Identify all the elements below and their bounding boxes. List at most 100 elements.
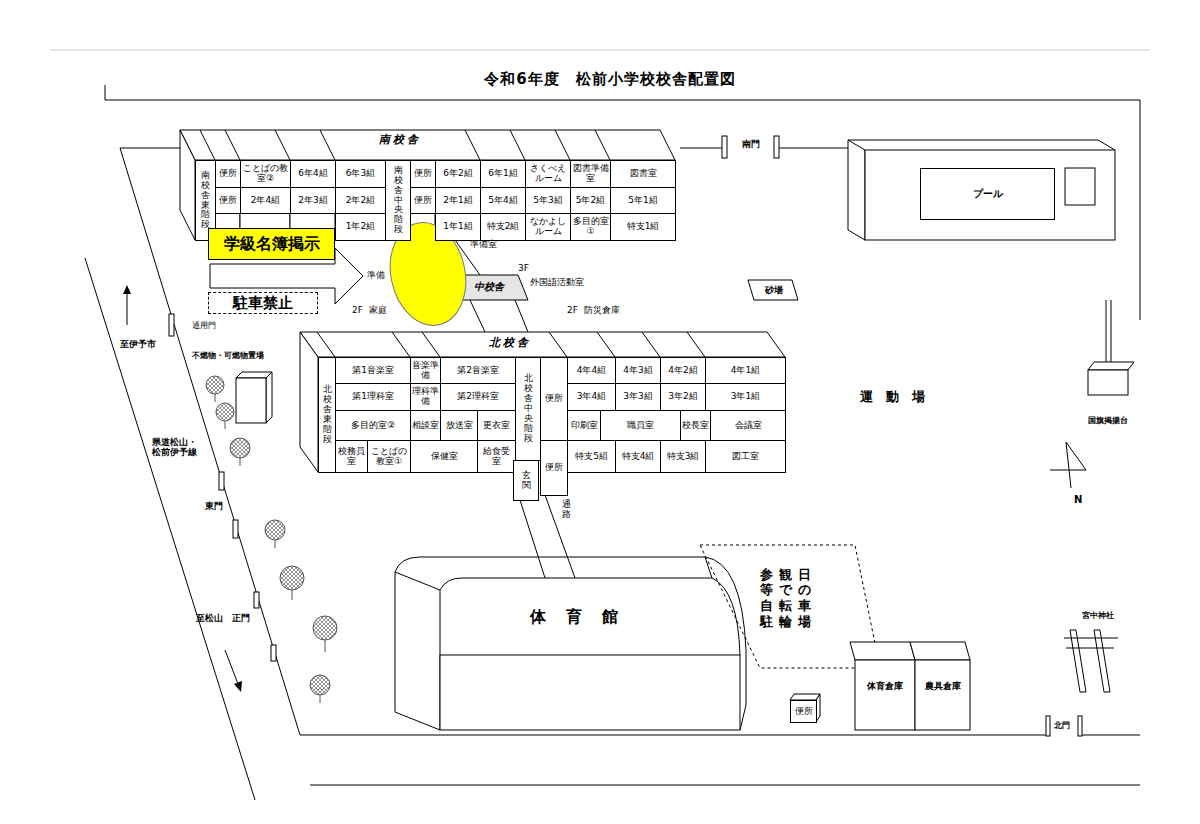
room-name: 6年1組 [488, 169, 517, 179]
map-circle [310, 675, 330, 695]
map-rect [254, 592, 259, 608]
school-building: 北校舎北校舎東階段第1音楽室音楽準備第2音楽室北校舎中央階段便所4年4組4年3組… [300, 332, 790, 505]
room-name: 図書準備室 [572, 164, 609, 184]
room-cell: 5年2組 [570, 187, 611, 214]
room-cell: 便所 [540, 440, 568, 496]
room-name: 校長室 [682, 421, 709, 431]
map-line [680, 148, 722, 149]
room-cell: 5年3組 [525, 187, 571, 214]
map-label: 防災倉庫 [584, 306, 620, 316]
map-line [1082, 735, 1140, 736]
room-name: 会議室 [735, 421, 762, 431]
map-rect [774, 136, 779, 158]
room-name: 放送室 [446, 421, 473, 431]
map-line [320, 695, 321, 703]
map-polygon [234, 681, 242, 692]
room-name: 農具倉庫 [925, 680, 961, 693]
room-cell: 特支1組 [610, 213, 676, 241]
room-name: 給食受室 [479, 447, 514, 467]
map-line [687, 332, 705, 357]
map-line [325, 640, 326, 652]
map-polygon [123, 285, 131, 294]
map-rect [1065, 168, 1095, 205]
map-label: 通用門 [192, 322, 216, 331]
map-circle [265, 520, 285, 540]
map-title: 令和6年度 松前小学校校舎配置図 [10, 70, 1200, 89]
room-cell: ことばの教室② [240, 160, 291, 188]
map-line [240, 458, 241, 466]
room-cell: 便所 [540, 357, 568, 441]
map-line [779, 148, 848, 149]
map-line [1066, 442, 1071, 488]
room-cell: 第1音楽室 [335, 357, 411, 384]
room-name: 第2理科室 [457, 392, 499, 402]
room-name: 3年1組 [731, 392, 760, 402]
room-name: 4年2組 [668, 366, 697, 376]
map-rect [233, 520, 238, 538]
school-building: 南校舎南校舎東階段便所ことばの教室②6年4組6年3組南校舎中央階段便所6年2組6… [180, 130, 680, 240]
room-cell: 5年1組 [610, 187, 676, 214]
room-cell: 便所 [410, 160, 436, 188]
room-name: 更衣室 [483, 421, 510, 431]
room-cell: 第2理科室 [440, 383, 516, 411]
map-label: 至松山 正門 [196, 614, 250, 624]
room-cell: 更衣室 [477, 410, 516, 441]
map-rect [1088, 370, 1128, 395]
room-cell: 6年4組 [290, 160, 336, 188]
room-cell: 特支5組 [567, 440, 616, 473]
room-cell: 6年2組 [435, 160, 481, 188]
room-name: 理科準備 [412, 387, 439, 407]
room-name: 印刷室 [571, 421, 598, 431]
room-name: 5年2組 [576, 196, 605, 206]
map-circle [230, 438, 250, 458]
map-line [392, 332, 410, 357]
map-circle [216, 403, 234, 421]
map-rect [236, 378, 266, 423]
room-cell: 音楽準備 [410, 357, 441, 384]
map-line [510, 130, 525, 160]
map-rect [1046, 716, 1050, 736]
room-name: 3年3組 [623, 392, 652, 402]
room-cell: 1年1組 [435, 213, 481, 241]
map-polygon [300, 332, 785, 357]
room-cell: 図書室 [610, 160, 676, 188]
map-rect [722, 136, 727, 158]
map-path [440, 578, 740, 655]
map-line [1106, 300, 1107, 362]
map-label: 不燃物・可燃物置場 [192, 352, 264, 361]
room-cell: 4年2組 [660, 357, 706, 384]
map-line [275, 130, 290, 160]
area-box: 農具倉庫 [917, 676, 968, 696]
room-cell: 4年3組 [615, 357, 661, 384]
room-cell: 便所 [215, 160, 241, 188]
area-box: 砂場 [754, 281, 794, 299]
map-line [292, 590, 293, 600]
room-cell: 保健室 [410, 440, 478, 473]
room-cell: 図書準備室 [570, 160, 611, 188]
room-name: 5年3組 [533, 196, 562, 206]
map-circle [206, 376, 224, 394]
map-line [520, 500, 545, 578]
room-cell: 理科準備 [410, 383, 441, 411]
room-name: なかよしルーム [527, 217, 569, 237]
room-cell: 会議室 [710, 410, 786, 441]
map-polygon [1094, 630, 1110, 692]
room-name: 2年4組 [251, 196, 280, 206]
room-cell: 特支4組 [615, 440, 661, 473]
room-name: 南校舎東階段 [201, 171, 210, 230]
stair-cell: 北校舎東階段 [318, 357, 336, 473]
map-line [470, 300, 485, 332]
room-cell: 3年1組 [705, 383, 786, 411]
map-line [225, 421, 226, 429]
room-cell: 2年4組 [240, 187, 291, 214]
room-name: プール [973, 187, 1003, 201]
room-name: 南校舎中央階段 [394, 166, 403, 235]
room-cell: 第1理科室 [335, 383, 411, 411]
room-cell: 1年2組 [335, 213, 386, 241]
room-cell: さくべえルーム [525, 160, 571, 188]
room-name: 玄関 [522, 471, 531, 491]
map-label: 宮中神社 [1082, 612, 1114, 621]
room-name: ことばの教室① [369, 447, 409, 467]
room-name: 体育倉庫 [867, 680, 903, 693]
room-name: 第1理科室 [352, 392, 394, 402]
